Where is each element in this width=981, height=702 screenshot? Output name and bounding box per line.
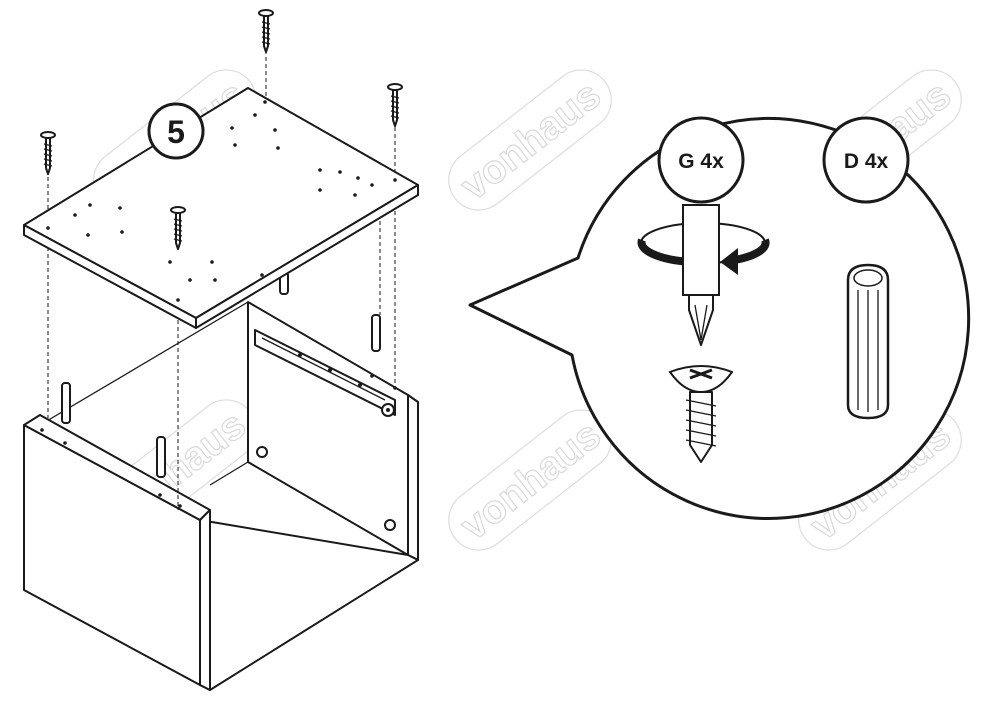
dowel-icon [846,263,890,420]
part-d-label: D 4x [844,150,889,173]
detail-callout: G 4x D 4x [468,116,971,520]
rotation-arrow-icon [734,238,770,264]
dowel-icon [61,382,71,424]
panel-screws [40,9,403,250]
step-number: 5 [167,114,185,150]
screw-icon [668,365,734,463]
part-g-label: G 4x [678,150,724,173]
cabinet-dowels [61,271,381,478]
dowel-icon [371,314,381,352]
screw-icon [387,83,403,127]
screw-icon [170,206,186,250]
drawer-runner [254,329,396,417]
watermark-text: vonhaus [452,73,609,209]
part-label-d: D 4x [822,116,910,204]
part-label-g: G 4x [657,116,745,204]
step-badge: 5 [147,102,205,160]
screw-icon [258,9,274,53]
rotation-arrow-icon [720,248,738,275]
dowel-icon [156,436,166,478]
screwdriver-icon [637,204,770,346]
top-panel [23,87,419,329]
top-panel-holes [46,100,397,302]
screw-icon [40,131,56,175]
cabinet-body [23,301,419,691]
watermark-text: vonhaus [452,413,609,549]
